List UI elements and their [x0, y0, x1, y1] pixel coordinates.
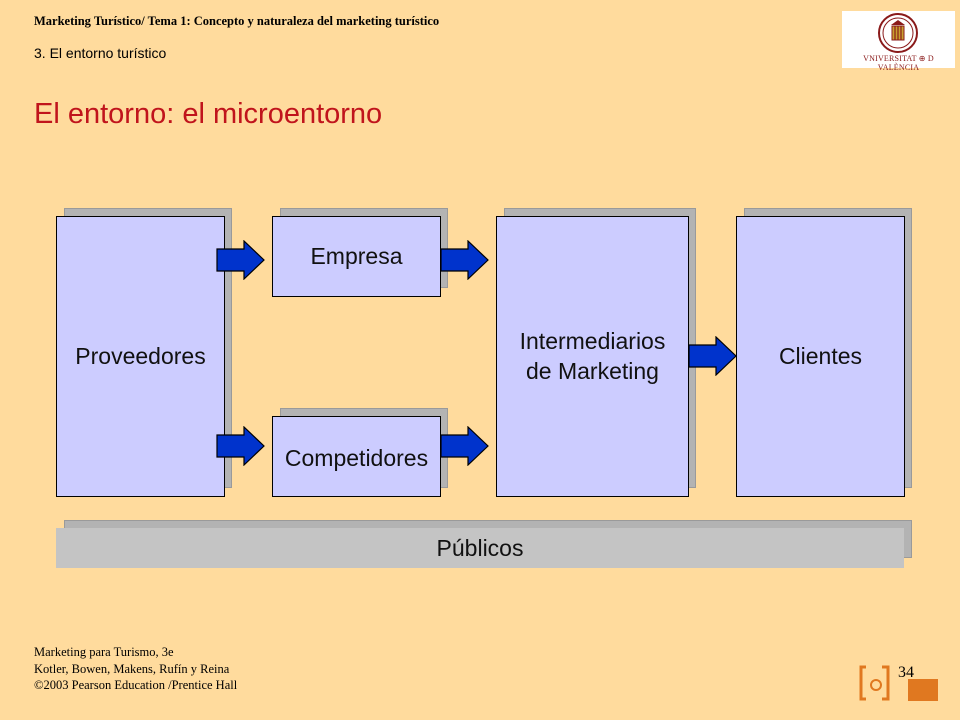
footer-book-title: Marketing para Turismo, 3e	[34, 645, 174, 659]
mk-logo	[858, 663, 940, 703]
footer-copyright: ©2003 Pearson Education /Prentice Hall	[34, 678, 238, 692]
intermediarios-label-line1: Intermediarios	[519, 327, 666, 354]
clientes-label: Clientes	[778, 342, 863, 369]
arrow-empresa-intermediarios-icon	[440, 240, 489, 280]
proveedores-label: Proveedores	[75, 342, 206, 369]
proveedores-box: Proveedores	[56, 216, 225, 497]
mk-logo-icon	[858, 663, 940, 703]
publicos-label: Públicos	[436, 534, 524, 561]
arrow-intermediarios-clientes-icon	[688, 336, 737, 376]
empresa-box: Empresa	[272, 216, 441, 297]
arrow-competidores-intermediarios-icon	[440, 426, 489, 466]
course-header: Marketing Turístico/ Tema 1: Concepto y …	[34, 14, 440, 28]
competidores-label: Competidores	[284, 445, 429, 472]
intermediarios-label: Intermediarios de Marketing	[520, 327, 666, 387]
footer-authors: Kotler, Bowen, Makens, Rufín y Reina	[34, 661, 230, 676]
publicos-bar: Públicos	[56, 528, 904, 568]
university-logo: VNIVERSITAT ⊕ D VALÈNCIA	[842, 11, 955, 72]
empresa-label: Empresa	[310, 242, 403, 269]
footer-citation: Marketing para Turismo, 3e Kotler, Bowen…	[34, 644, 237, 694]
page-number: 34	[898, 664, 914, 681]
diagram-panel: Proveedores Empresa Competidores Interme…	[40, 184, 960, 592]
arrow-proveedores-competidores-icon	[216, 426, 265, 466]
intermediarios-box: Intermediarios de Marketing	[496, 216, 689, 497]
competidores-box: Competidores	[272, 416, 441, 497]
clientes-box: Clientes	[736, 216, 905, 497]
university-wordmark: VNIVERSITAT ⊕ D VALÈNCIA	[863, 54, 934, 72]
university-seal-icon	[878, 13, 918, 53]
section-header: 3. El entorno turístico	[34, 45, 167, 61]
arrow-proveedores-empresa-icon	[216, 240, 265, 280]
slide-title: El entorno: el microentorno	[34, 98, 383, 130]
intermediarios-label-line2: de Marketing	[526, 357, 659, 384]
